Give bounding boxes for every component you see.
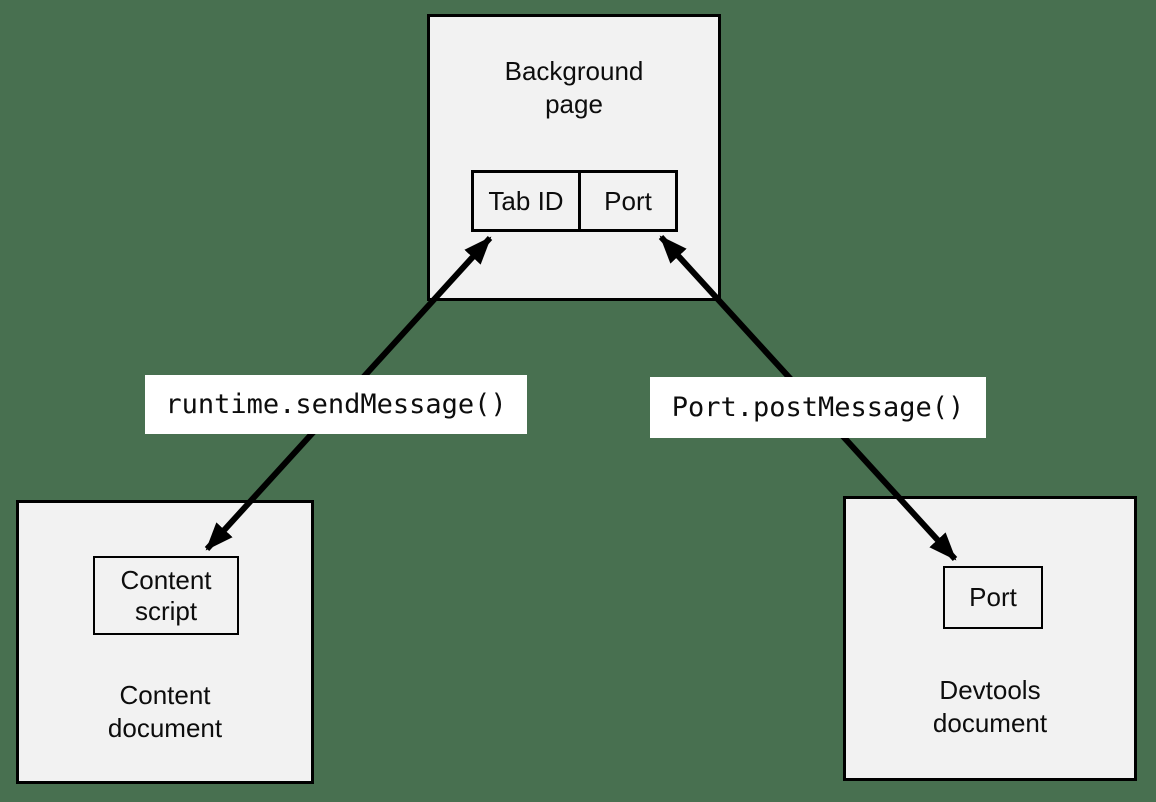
content-document-box: Content script Content document xyxy=(16,500,314,784)
tab-id-cell: Tab ID xyxy=(488,185,564,216)
tab-port-table: Tab ID Port xyxy=(471,170,678,232)
background-port-cell: Port xyxy=(578,173,675,229)
background-page-box: Background page Tab ID Port xyxy=(427,14,721,301)
runtime-sendmessage-label: runtime.sendMessage() xyxy=(145,375,527,434)
background-page-title: Background page xyxy=(504,56,644,119)
devtools-port-box: Port xyxy=(943,566,1043,629)
content-script-box: Content script xyxy=(93,556,239,635)
port-postmessage-label: Port.postMessage() xyxy=(650,377,986,438)
devtools-document-box: Port Devtools document xyxy=(843,496,1137,781)
content-document-title: Content document xyxy=(107,680,223,743)
devtools-document-title: Devtools document xyxy=(932,675,1048,738)
